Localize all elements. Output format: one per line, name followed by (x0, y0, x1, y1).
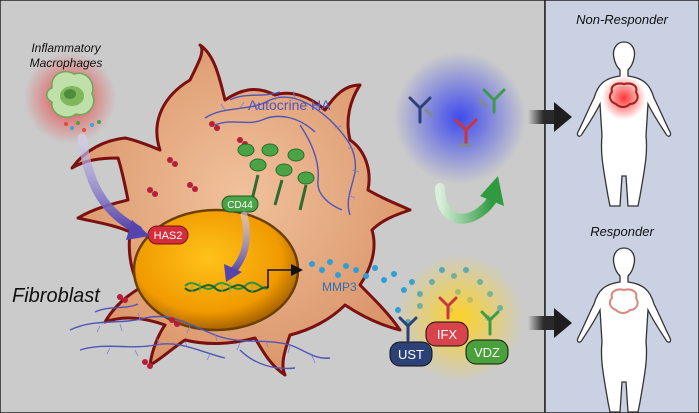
cd44-to-dna-arrow (224, 211, 250, 282)
drug-ifx-label: IFX (437, 327, 458, 342)
ha-chain-icon (69, 91, 357, 370)
has2-label-box: HAS2 (147, 225, 189, 245)
promoter-arrow (267, 264, 303, 288)
fibroblast-label: Fibroblast (12, 285, 101, 307)
macrophages-label-line1: Inflammatory (31, 41, 101, 55)
drug-vdz-badge: VDZ (465, 339, 509, 365)
cd44-label: CD44 (227, 200, 253, 211)
macrophage-icon (24, 52, 116, 144)
right-arrow-icon (528, 102, 572, 132)
resistance-green-arrow (435, 176, 504, 224)
non-responder-glow (394, 52, 526, 184)
responder-label: Responder (590, 224, 654, 239)
macrophage-to-has2-arrow (77, 133, 150, 240)
drug-ust-badge: UST (389, 341, 433, 367)
macrophages-label-line2: Macrophages (30, 56, 103, 70)
human-body-icon (576, 247, 672, 413)
non-responder-label: Non-Responder (576, 12, 668, 27)
ha-branches (96, 90, 360, 364)
human-body-icon (576, 41, 672, 207)
drug-antibodies (398, 296, 500, 342)
antibody-icon (408, 88, 506, 147)
mmp3-label: MMP3 (322, 280, 357, 294)
has2-label: HAS2 (154, 230, 183, 242)
autocrine-ha-label: Autocrine HA (248, 97, 331, 113)
dna-helix-icon (184, 281, 269, 293)
right-arrow-icon (528, 308, 572, 338)
cd44-receptor (237, 143, 315, 211)
drug-vdz-label: VDZ (474, 345, 500, 360)
drug-ifx-badge: IFX (425, 321, 469, 347)
cytokine-dots (64, 120, 101, 132)
colon-icon (608, 288, 639, 314)
drug-ust-label: UST (398, 347, 424, 362)
cd44-label-box: CD44 (221, 195, 259, 213)
